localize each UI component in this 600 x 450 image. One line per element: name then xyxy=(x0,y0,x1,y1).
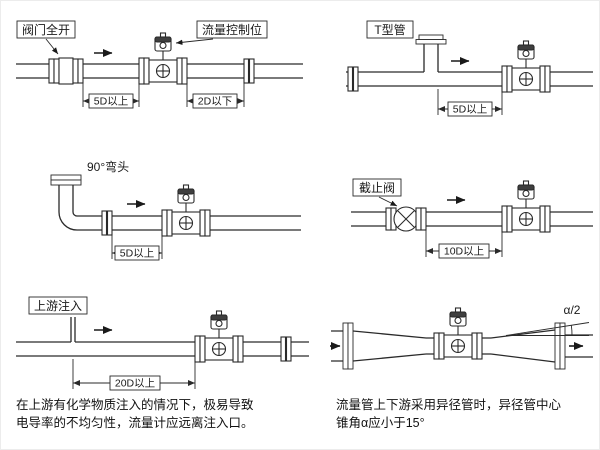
flange-icon xyxy=(243,58,255,84)
flow-control-label: 流量控制位 xyxy=(202,22,262,37)
elbow-pipe-outer xyxy=(58,185,301,231)
elbow-label: 90°弯头 xyxy=(87,159,129,174)
label-box xyxy=(352,178,402,197)
label-box xyxy=(16,20,76,39)
tee-branch xyxy=(423,44,439,72)
leader-line xyxy=(175,38,214,45)
dim-label-box xyxy=(114,245,160,261)
label-box xyxy=(366,20,414,39)
valve-open-label: 阀门全开 xyxy=(22,22,70,37)
panel-stop-valve: 截止阀 10D以上 xyxy=(351,178,593,259)
dim-label: 2D以下 xyxy=(198,96,232,108)
panel-reducer: α/2 流量管上下游采用异径管时，异径管中心 锥角α应小于15° xyxy=(330,303,593,430)
reducer-cone-left xyxy=(352,330,427,362)
panel-injection: 上游注入 20D以上 在上游有化学物质注入的情况下，极易导致 电导率的不均匀性，… xyxy=(16,296,309,430)
dim-label: 10D以上 xyxy=(444,246,484,258)
dim-label-box xyxy=(192,93,238,109)
branch-flange-icon xyxy=(418,34,444,40)
caption-line-1: 流量管上下游采用异径管时，异径管中心 xyxy=(336,397,562,412)
flowmeter-icon xyxy=(433,307,483,360)
pipe-line xyxy=(426,337,491,355)
reducer-flange-right xyxy=(559,322,566,370)
flowmeter-icon xyxy=(501,180,551,233)
injection-tube xyxy=(70,317,76,342)
stop-valve-icon xyxy=(385,206,427,232)
panel-t-pipe: T型管 5D以上 xyxy=(346,20,593,117)
flange-icon xyxy=(347,66,359,92)
flange-icon xyxy=(101,210,113,236)
label-box xyxy=(196,20,268,39)
angle-arc xyxy=(570,325,573,336)
caption-line-2: 锥角α应小于15° xyxy=(336,415,425,430)
dim-label-box xyxy=(447,101,493,117)
flowmeter-icon xyxy=(194,310,244,363)
dim-label: 5D以上 xyxy=(453,104,487,116)
elbow-pipe-inner xyxy=(72,185,301,217)
stop-valve-label: 截止阀 xyxy=(359,181,395,195)
angle-line xyxy=(505,322,590,336)
dim-label-box xyxy=(109,375,161,391)
flowmeter-icon xyxy=(161,184,211,237)
dim-label-box xyxy=(88,93,134,109)
pipe-line xyxy=(331,330,343,362)
label-box xyxy=(28,296,88,315)
reducer-cone-right xyxy=(490,329,556,363)
reducer-flange-left xyxy=(347,322,354,370)
angle-label: α/2 xyxy=(564,303,581,317)
dim-label: 5D以上 xyxy=(120,248,154,260)
caption-line-1: 在上游有化学物质注入的情况下，极易导致 xyxy=(16,397,254,412)
panel-valve-open: 阀门全开 流量控制位 5D以上 2D以下 xyxy=(16,20,303,109)
pipe-line xyxy=(565,334,593,358)
injection-label: 上游注入 xyxy=(34,298,82,313)
leader-line xyxy=(378,196,398,207)
pipe-line xyxy=(346,71,593,87)
flowmeter-icon xyxy=(138,32,188,85)
leader-line xyxy=(45,38,59,55)
reducer-flange-right xyxy=(554,322,561,370)
valve-icon xyxy=(48,57,84,85)
dim-label: 20D以上 xyxy=(115,378,155,390)
panel-elbow: 90°弯头 5D以上 xyxy=(50,159,301,261)
dim-label-box xyxy=(438,243,490,259)
t-pipe-label: T型管 xyxy=(374,22,405,37)
elbow-flange-icon xyxy=(50,179,82,186)
elbow-flange-icon xyxy=(50,174,82,181)
flowmeter-icon xyxy=(501,40,551,93)
reducer-flange-left xyxy=(342,322,349,370)
branch-flange-icon xyxy=(415,39,447,45)
caption-line-2: 电导率的不均匀性，流量计应远离注入口。 xyxy=(16,415,254,430)
dim-label: 5D以上 xyxy=(94,96,128,108)
flange-icon xyxy=(280,336,292,362)
pipe-line xyxy=(16,341,309,357)
